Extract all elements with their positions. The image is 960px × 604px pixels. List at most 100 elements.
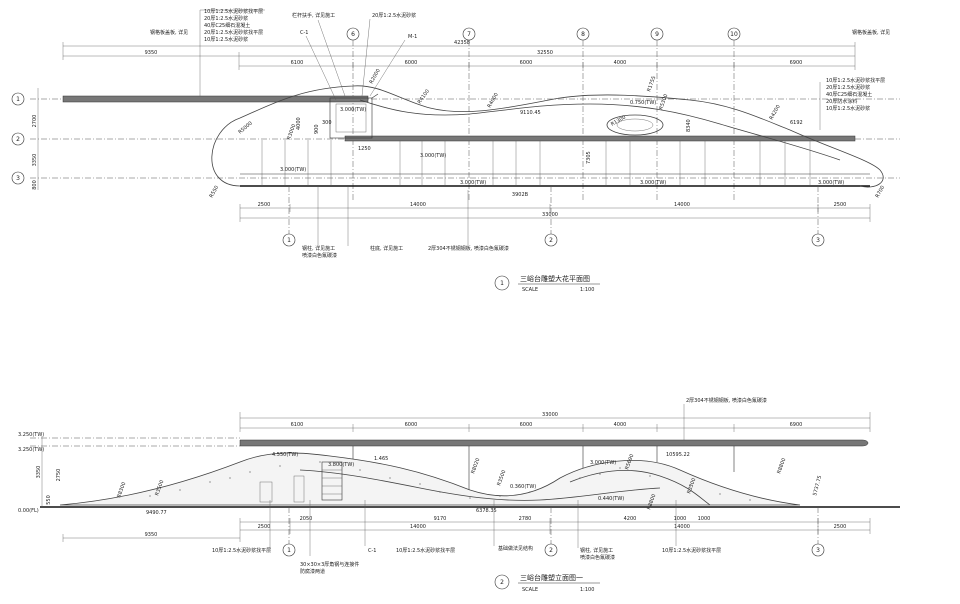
callout-line-3: 40厚C25细石混凝土 (204, 22, 250, 29)
dimension-text: 6378.35 (476, 508, 497, 514)
axis-label: 1 (16, 96, 20, 103)
dimension-text: 1000 (698, 516, 711, 522)
axis-label: 7 (467, 31, 471, 38)
level-mark: 3.000(TW) (640, 180, 666, 186)
dimension-text: 2750 (56, 469, 62, 482)
dimension-text: 6100 (291, 422, 304, 428)
elevation-stair-treads (322, 469, 342, 495)
elevation-bottom-notes: 10厚1:2.5水泥砂浆找平层 30×30×3厚角钢与连接件 防腐漆两道 C-1… (212, 500, 721, 575)
dimension-text: 42358 (454, 40, 470, 46)
radius-label: R8800 (776, 457, 787, 474)
plan-joists (261, 140, 811, 186)
axis-label: 1 (287, 237, 291, 244)
axis-label: 1 (287, 547, 291, 554)
elevation-axis-bubble-1: 1 (282, 507, 296, 557)
axis-label: 6 (351, 31, 355, 38)
callout-top-mid: 栏杆扶手, 详见施工 20厚1:2.5水泥砂浆 (292, 12, 416, 97)
level-mark: 3.000(TW) (420, 153, 446, 159)
dimension-text: 14000 (674, 524, 690, 530)
dimension-text: 4200 (624, 516, 637, 522)
axis-label: 8 (581, 31, 585, 38)
label-c1: C-1 (300, 30, 308, 36)
plan-title-block: 1 三峪台雕塑大花平面图 SCALE 1:100 (494, 274, 600, 293)
dimension-text: 1250 (358, 146, 371, 152)
note-c1: C-1 (368, 548, 376, 554)
dimension-text: 9110.45 (520, 110, 541, 116)
callout-right-3: 40厚C25细石混凝土 (826, 91, 872, 98)
drawing-number: 1 (500, 280, 504, 287)
scale-label: SCALE (522, 287, 538, 293)
level-mark: 0.750(TW) (630, 100, 656, 106)
dimension-text: 4000 (614, 60, 627, 66)
radius-label: R4100 (417, 88, 431, 105)
radius-label: R700 (875, 185, 887, 199)
callout-line-2: 20厚1:2.5水泥砂浆 (204, 15, 248, 22)
level-mark: 3.000(TW) (818, 180, 844, 186)
plan-view: 1 2 3 6 7 8 9 10 (11, 8, 900, 293)
dimension-text: 32550 (537, 50, 553, 56)
level-mark: 3.000(TW) (590, 460, 616, 466)
drawing-title: 三峪台雕塑大花平面图 (520, 274, 590, 283)
dimension-text: 14000 (410, 202, 426, 208)
radius-label: R4200 (769, 104, 782, 121)
axis-label: 2 (549, 547, 553, 554)
dimension-text: 5737.75 (812, 475, 823, 497)
callout-line-5: 10厚1:2.5水泥砂浆 (204, 36, 248, 43)
callout-steel-cover-right: 钢格板盖板, 详见 (852, 29, 890, 36)
elevation-stair-box (321, 461, 343, 501)
dimension-text: 6000 (520, 60, 533, 66)
elevation-small-box (293, 475, 305, 503)
note-mortar-right: 10厚1:2.5水泥砂浆找平层 (662, 547, 721, 554)
dimension-text: 6900 (790, 422, 803, 428)
level-mark: 3.000(TW) (460, 180, 486, 186)
radius-label: R8800 (646, 493, 657, 510)
dimension-text: 2500 (258, 524, 271, 530)
level-mark: 0.00(FL) (18, 508, 39, 514)
dimension-text: 2050 (300, 516, 313, 522)
plan-beam-top (62, 95, 369, 103)
dimension-text: 6192 (790, 120, 803, 126)
dimension-text: 3350 (36, 466, 42, 479)
note-angle-steel-sub: 防腐漆两道 (300, 568, 325, 575)
plan-platform-outline (211, 85, 884, 188)
drawing-title: 三峪台雕塑立面图一 (520, 573, 583, 582)
axis-bubble-col-7: 7 (462, 27, 476, 41)
elevation-hatch-dots (149, 461, 751, 501)
dimension-text: 900 (314, 124, 320, 134)
dimension-text: 4000 (614, 422, 627, 428)
note-mortar-left: 10厚1:2.5水泥砂浆找平层 (212, 547, 271, 554)
dimension-text: 3902B (512, 192, 529, 198)
plan-beam-middle (344, 135, 856, 142)
note-steel-column: 钢柱, 详见施工 (302, 245, 335, 252)
callout-right: 10厚1:2.5水泥砂浆找平层 20厚1:2.5水泥砂浆 40厚C25细石混凝土… (819, 29, 890, 130)
axis-bubble-row-1: 1 (11, 92, 25, 106)
radius-label: R1300 (610, 114, 627, 127)
plan-stair-inner (335, 103, 367, 133)
axis-bubble-col-9: 9 (650, 27, 664, 41)
plan-inner-curve (359, 99, 841, 161)
plan-stair-corner (371, 93, 379, 99)
dimension-text: 2780 (519, 516, 532, 522)
level-mark: 4.550(TW) (272, 452, 298, 458)
elevation-axis-bubble-3: 3 (811, 507, 825, 557)
note-steel-column-sub: 喷漆白色氟碳漆 (580, 554, 615, 561)
dimension-ticks (62, 42, 856, 70)
elevation-inner-curve-2 (569, 469, 711, 506)
axis-bubble-bottom-3: 3 (811, 186, 825, 247)
level-mark: 10595.22 (666, 452, 690, 458)
dimension-text: 6900 (790, 60, 803, 66)
dimension-text: 14000 (674, 202, 690, 208)
callout-railing: 栏杆扶手, 详见施工 (292, 12, 335, 19)
callout-steel-cover: 钢格板盖板, 详见 (150, 29, 188, 36)
axis-label: 2 (549, 237, 553, 244)
label-m1: M-1 (408, 34, 417, 40)
elevation-top-note: 2厚304不锈钢钢板, 喷漆白色氟碳漆 (686, 397, 767, 404)
radius-label: R8300 (116, 481, 127, 498)
note-steel-column: 钢柱, 详见施工 (580, 547, 613, 554)
callout-right-5: 10厚1:2.5水泥砂浆 (826, 105, 870, 112)
axis-bubble-col-6: 6 (346, 27, 360, 41)
dimension-text: 2500 (258, 202, 271, 208)
axis-label: 3 (816, 237, 820, 244)
dimension-text: 2500 (834, 202, 847, 208)
